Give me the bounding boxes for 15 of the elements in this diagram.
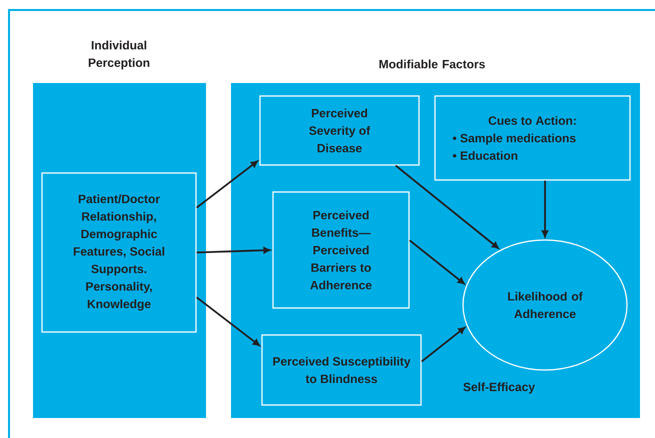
- text-box: Perceived Susceptibility to Blindness: [261, 334, 422, 406]
- arrow: [196, 296, 260, 346]
- text-box: Cues to Action: • Sample medications • Education: [434, 95, 631, 181]
- arrow: [421, 327, 466, 362]
- arrow: [196, 247, 270, 254]
- arrow: [196, 160, 258, 208]
- arrow: [409, 240, 465, 284]
- ellipse-caption: Self-Efficacy: [463, 382, 535, 394]
- text-box: Perceived Severity of Disease: [259, 95, 420, 166]
- node-label: Individual Perception: [88, 40, 150, 70]
- text-box: Patient/Doctor Relationship, Demographic Features, Social Supports. Personality, Knowledge: [41, 172, 197, 333]
- arrow: [395, 164, 499, 249]
- node-label: Modifiable Factors: [379, 60, 485, 68]
- arrow: [542, 180, 548, 238]
- text-box: Perceived Benefits— Perceived Barriers to Adherence: [272, 191, 410, 309]
